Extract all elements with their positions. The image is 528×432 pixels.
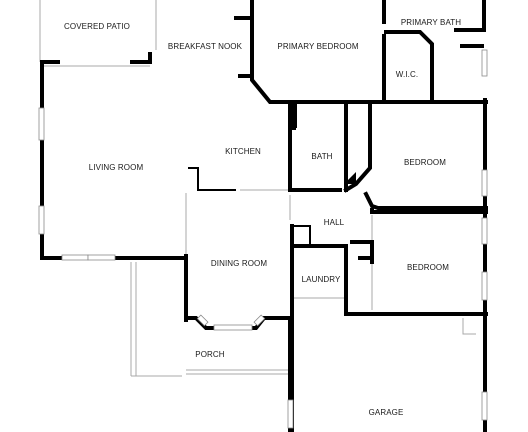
room-label-covered-patio: COVERED PATIO xyxy=(64,22,130,31)
walls xyxy=(40,0,488,432)
room-label-hall: HALL xyxy=(324,218,345,227)
room-label-living-room: LIVING ROOM xyxy=(89,163,144,172)
room-label-kitchen: KITCHEN xyxy=(225,147,261,156)
room-label-garage: GARAGE xyxy=(369,408,404,417)
room-label-bedroom-1: BEDROOM xyxy=(404,158,446,167)
room-label-bath: BATH xyxy=(311,152,332,161)
room-label-dining-room: DINING ROOM xyxy=(211,259,267,268)
room-label-breakfast-nook: BREAKFAST NOOK xyxy=(168,42,243,51)
room-label-porch: PORCH xyxy=(195,350,225,359)
windows xyxy=(38,49,488,429)
fixtures xyxy=(291,104,356,184)
room-label-primary-bath: PRIMARY BATH xyxy=(401,18,461,27)
room-label-laundry: LAUNDRY xyxy=(302,275,341,284)
room-label-primary-bedroom: PRIMARY BEDROOM xyxy=(277,42,358,51)
room-labels: COVERED PATIO BREAKFAST NOOK PRIMARY BED… xyxy=(64,18,461,417)
room-label-bedroom-2: BEDROOM xyxy=(407,263,449,272)
room-label-wic: W.I.C. xyxy=(396,70,418,79)
